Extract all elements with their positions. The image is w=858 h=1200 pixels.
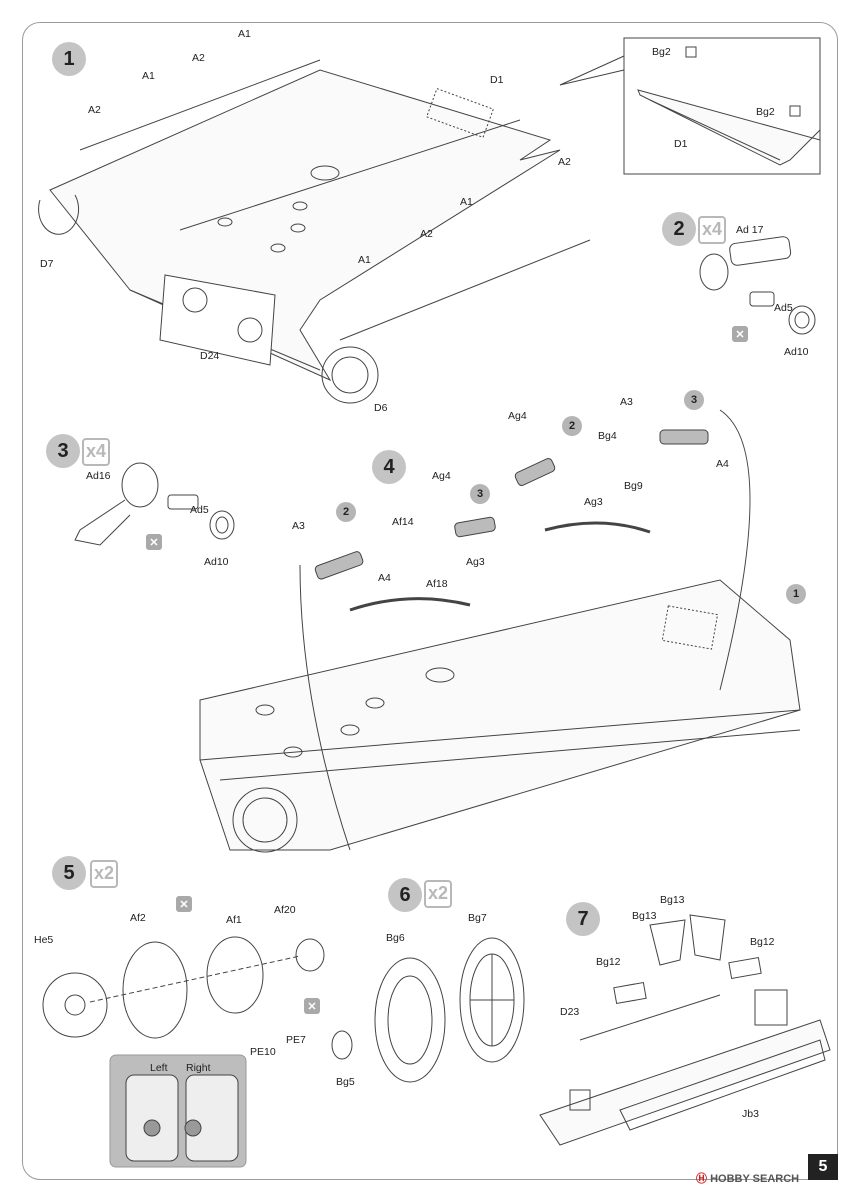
step2-arm: [699, 236, 816, 335]
label-Bg7: Bg7: [468, 912, 487, 924]
glue-icon: ✕: [146, 534, 162, 550]
watermark-text: HOBBY SEARCH: [710, 1173, 800, 1185]
label-Bg12: Bg12: [596, 956, 621, 968]
label-PE7: PE7: [286, 1034, 306, 1046]
step-7-badge: 7: [566, 902, 600, 936]
label-Bg5: Bg5: [336, 1076, 355, 1088]
step-2-multiplier: x4: [698, 216, 727, 244]
label-D1: D1: [490, 74, 504, 86]
hull-floor-step1: [38, 59, 591, 404]
sub-ref-3-right: 3: [684, 390, 704, 410]
label-Ad5: Ad5: [774, 302, 793, 314]
label-D1: D1: [674, 138, 688, 150]
sub-ref-2-left: 2: [336, 502, 356, 522]
step-2-badge: 2: [662, 212, 696, 246]
label-Ag4: Ag4: [432, 470, 451, 482]
watermark-mark: Ⓗ: [696, 1173, 707, 1185]
label-Bg6: Bg6: [386, 932, 405, 944]
label-Ad5: Ad5: [190, 504, 209, 516]
label-D24: D24: [200, 350, 220, 362]
page-frame: [22, 22, 838, 1180]
step6-idler: [331, 937, 525, 1083]
step-6-multiplier: x2: [424, 880, 453, 908]
label-Jb3: Jb3: [742, 1108, 759, 1120]
sub-ref-1: 1: [786, 584, 806, 604]
inset-left-label: Left: [150, 1062, 168, 1074]
label-A1: A1: [460, 196, 473, 208]
label-Bg13: Bg13: [632, 910, 657, 922]
label-D6: D6: [374, 402, 388, 414]
glue-icon: ✕: [176, 896, 192, 912]
step-1-badge: 1: [52, 42, 86, 76]
label-Bg2: Bg2: [652, 46, 671, 58]
step-3-badge: 3: [46, 434, 80, 468]
label-D7: D7: [40, 258, 54, 270]
sub-ref-2-right: 2: [562, 416, 582, 436]
label-A4: A4: [716, 458, 729, 470]
label-Bg13: Bg13: [660, 894, 685, 906]
label-Bg9: Bg9: [624, 480, 643, 492]
label-A1: A1: [142, 70, 155, 82]
label-Ag3: Ag3: [584, 496, 603, 508]
label-Ad10: Ad10: [204, 556, 229, 568]
step-5-multiplier: x2: [90, 860, 119, 888]
label-Bg2: Bg2: [756, 106, 775, 118]
label-Ad10: Ad10: [784, 346, 809, 358]
sub-ref-3-mid: 3: [470, 484, 490, 504]
label-Bg12: Bg12: [750, 936, 775, 948]
step3-arm: [74, 462, 235, 546]
label-A1: A1: [238, 28, 251, 40]
label-Af18: Af18: [426, 578, 448, 590]
label-Ad17: Ad 17: [736, 224, 764, 236]
label-He5: He5: [34, 934, 54, 946]
label-Bg4: Bg4: [598, 430, 617, 442]
label-Af14: Af14: [392, 516, 414, 528]
glue-icon: ✕: [732, 326, 748, 342]
page-number: 5: [808, 1154, 838, 1180]
label-Af1: Af1: [226, 914, 242, 926]
watermark: Ⓗ HOBBY SEARCH: [696, 1170, 799, 1186]
label-A3: A3: [292, 520, 305, 532]
label-Ag3: Ag3: [466, 556, 485, 568]
hull-step4: [199, 409, 801, 853]
step-4-badge: 4: [372, 450, 406, 484]
label-A4: A4: [378, 572, 391, 584]
label-A2: A2: [420, 228, 433, 240]
label-Ag4: Ag4: [508, 410, 527, 422]
step1-inset: [559, 37, 821, 175]
step5-sprocket: [42, 936, 325, 1168]
label-D23: D23: [560, 1006, 580, 1018]
step-5-badge: 5: [52, 856, 86, 890]
label-A2: A2: [88, 104, 101, 116]
step-6-badge: 6: [388, 878, 422, 912]
label-Ad16: Ad16: [86, 470, 111, 482]
label-A2: A2: [192, 52, 205, 64]
label-Af2: Af2: [130, 912, 146, 924]
step-3-multiplier: x4: [82, 438, 111, 466]
glue-icon: ✕: [304, 998, 320, 1014]
label-A3: A3: [620, 396, 633, 408]
label-A2: A2: [558, 156, 571, 168]
inset-right-label: Right: [186, 1062, 211, 1074]
label-PE10: PE10: [250, 1046, 276, 1058]
label-A1: A1: [358, 254, 371, 266]
step7-assembly: [539, 914, 831, 1146]
label-Af20: Af20: [274, 904, 296, 916]
